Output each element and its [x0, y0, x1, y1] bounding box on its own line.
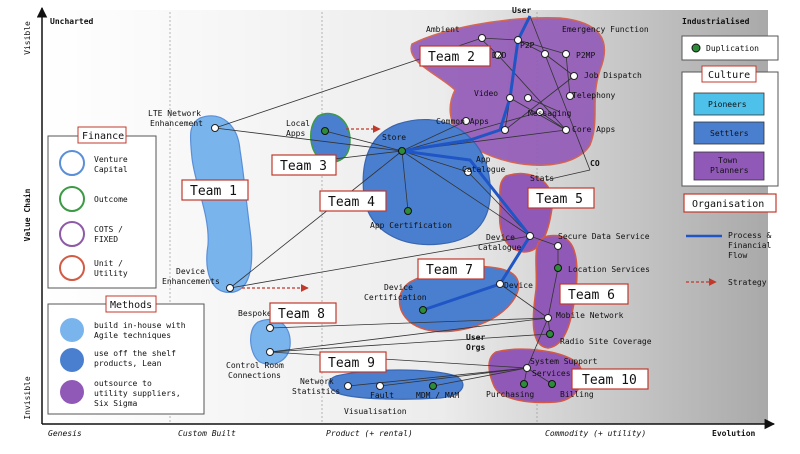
- team-10-label: Team 10: [582, 373, 637, 388]
- process-flow-line: [401, 15, 532, 312]
- label-common-apps: Common Apps: [436, 117, 489, 126]
- y-axis-top: Visible: [23, 21, 32, 55]
- team-2-label: Team 2: [428, 50, 475, 65]
- duplication-label: Duplication: [706, 44, 759, 53]
- team-8-label: Team 8: [278, 307, 325, 322]
- label-device: Device: [504, 281, 533, 290]
- team10-region: [488, 348, 584, 404]
- industrialised-label: Industrialised: [682, 16, 750, 26]
- y-axis-bottom: Invisible: [23, 376, 32, 420]
- label-radio-site: Radio Site Coverage: [560, 337, 652, 346]
- stage-genesis: Genesis: [48, 429, 82, 438]
- label-secure-data: Secure Data Service: [558, 232, 650, 241]
- label-ambient: Ambient: [426, 25, 460, 34]
- label-job-dispatch: Job Dispatch: [584, 71, 642, 80]
- co-label: CO: [590, 159, 600, 168]
- label-core-apps: Core Apps: [572, 125, 616, 134]
- label-visualisation: Visualisation: [344, 407, 407, 416]
- stage-commodity: Commodity (+ utility): [545, 429, 646, 438]
- team-labels: Team 1 Team 2 Team 3 Team 4 Team 5 Team …: [181, 45, 649, 390]
- culture-title: Culture: [708, 70, 750, 81]
- finance-item-2: COTS /FIXED: [94, 225, 123, 244]
- culture-settlers: Settlers: [710, 129, 749, 138]
- label-billing: Billing: [560, 390, 594, 399]
- team6-region: [532, 234, 578, 349]
- label-app-cert: App Certification: [370, 221, 452, 230]
- label-fault: Fault: [370, 391, 394, 400]
- y-axis-title: Value Chain: [22, 188, 32, 241]
- label-purchasing: Purchasing: [486, 390, 534, 399]
- dependency-links: [214, 15, 591, 387]
- team9-region: [328, 369, 464, 400]
- label-mdm: MDM / MAM: [416, 391, 460, 400]
- label-messaging: Messaging: [528, 109, 572, 118]
- label-telephony: Telephony: [572, 91, 616, 100]
- label-emergency: Emergency Function: [562, 25, 649, 34]
- team-7-label: Team 7: [426, 263, 473, 278]
- label-p2mp: P2MP: [576, 51, 595, 60]
- team1-region: [189, 115, 253, 293]
- team4-region: [362, 119, 491, 246]
- label-bespoke: Bespoke: [238, 309, 272, 318]
- team3-region: [310, 112, 351, 163]
- label-p2p: P2P: [520, 41, 535, 50]
- label-video: Video: [474, 89, 498, 98]
- user-label: User: [512, 6, 531, 15]
- stage-product: Product (+ rental): [326, 429, 413, 438]
- label-services: Services: [532, 369, 571, 378]
- label-location: Location Services: [568, 265, 650, 274]
- label-store: Store: [382, 133, 406, 142]
- label-system-support: System Support: [530, 357, 598, 366]
- finance-item-3: Unit /Utility: [94, 259, 128, 278]
- x-axis-title: Evolution: [712, 428, 756, 438]
- finance-item-1: Outcome: [94, 195, 128, 204]
- team-4-label: Team 4: [328, 195, 375, 210]
- right-legend: Duplication Culture Pioneers Settlers To…: [681, 35, 779, 287]
- uncharted-label: Uncharted: [50, 17, 94, 26]
- strategy-legend: Strategy: [728, 278, 767, 287]
- methods-title: Methods: [110, 300, 152, 311]
- team-5-label: Team 5: [536, 192, 583, 207]
- culture-pioneers: Pioneers: [708, 100, 747, 109]
- team-1-label: Team 1: [190, 184, 237, 199]
- stage-custom: Custom Built: [178, 429, 236, 438]
- finance-title: Finance: [82, 131, 124, 142]
- label-stats: Stats: [530, 174, 554, 183]
- team-9-label: Team 9: [328, 356, 375, 371]
- organisation-label: Organisation: [692, 199, 764, 210]
- team-3-label: Team 3: [280, 159, 327, 174]
- label-d2d: D2D: [492, 51, 507, 60]
- team-6-label: Team 6: [568, 288, 615, 303]
- label-mobile-network: Mobile Network: [556, 311, 624, 320]
